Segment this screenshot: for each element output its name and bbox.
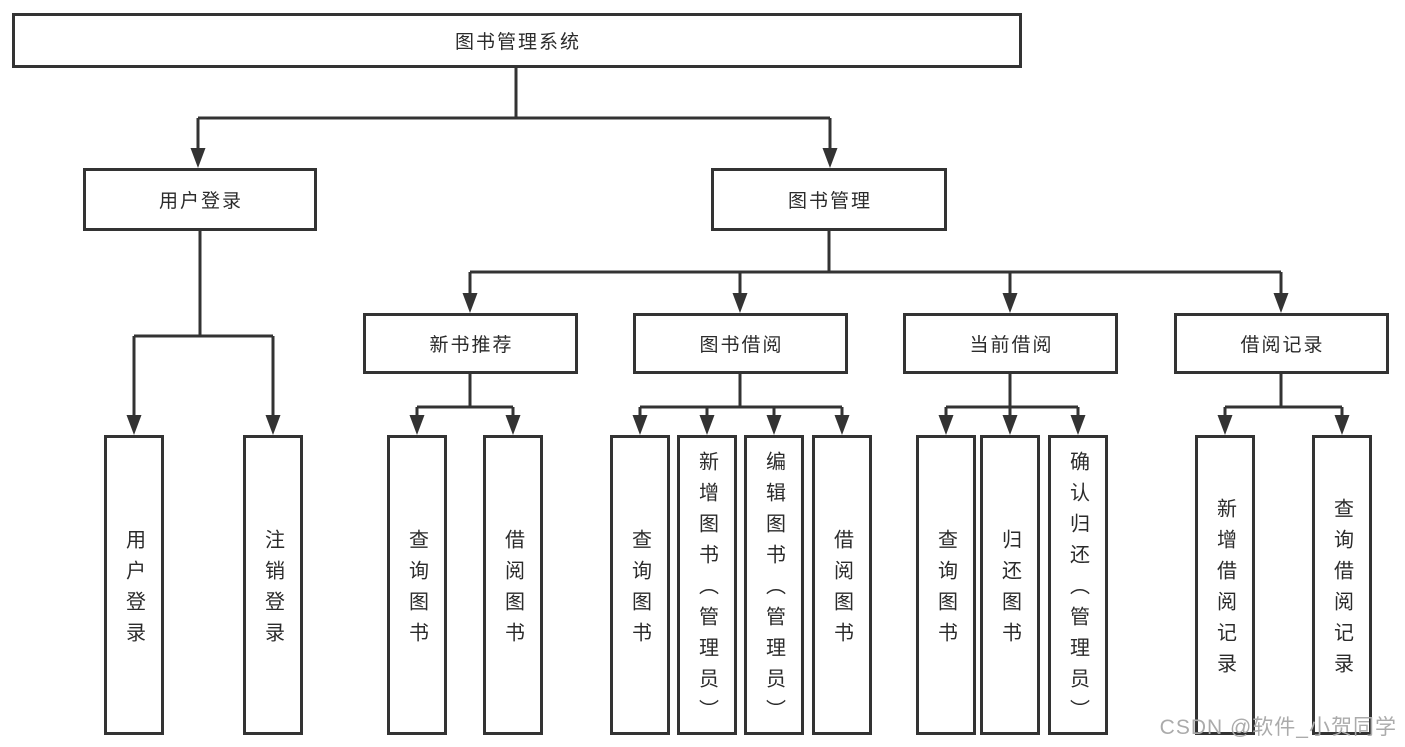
leaf-confirm-return-admin-label: 确认归还（管理员）	[1066, 451, 1089, 730]
arrowhead	[766, 415, 782, 435]
leaf-add-book-admin: 新增图书（管理员）	[677, 435, 737, 735]
leaf-query-borrow-record-label: 查询借阅记录	[1330, 497, 1353, 684]
node-new-book-recommend-label: 新书推荐	[429, 335, 514, 356]
leaf-query-books-borrow: 查询图书	[610, 435, 670, 735]
arrowhead	[505, 415, 521, 435]
arrowhead	[1217, 415, 1233, 435]
leaf-query-borrow-record: 查询借阅记录	[1312, 435, 1372, 735]
arrowhead	[1273, 293, 1289, 313]
leaf-borrow-books-label: 借阅图书	[830, 528, 853, 653]
leaf-add-borrow-record: 新增借阅记录	[1195, 435, 1255, 735]
arrowhead	[1334, 415, 1350, 435]
node-root: 图书管理系统	[12, 13, 1022, 68]
leaf-query-books-recommend: 查询图书	[387, 435, 447, 735]
leaf-user-login-label: 用户登录	[122, 528, 145, 653]
node-user-login-label: 用户登录	[158, 191, 243, 212]
leaf-borrow-books-recommend-label: 借阅图书	[501, 528, 524, 653]
node-new-book-recommend: 新书推荐	[363, 313, 578, 374]
arrowhead	[409, 415, 425, 435]
arrowhead	[1002, 293, 1018, 313]
leaf-query-books-recommend-label: 查询图书	[405, 528, 428, 653]
leaf-query-books-borrow-label: 查询图书	[628, 528, 651, 653]
leaf-add-book-admin-label: 新增图书（管理员）	[695, 451, 718, 730]
leaf-logout: 注销登录	[243, 435, 303, 735]
leaf-query-books-current: 查询图书	[916, 435, 976, 735]
node-borrow-records-label: 借阅记录	[1240, 335, 1325, 356]
leaf-add-borrow-record-label: 新增借阅记录	[1213, 497, 1236, 684]
arrowhead	[265, 415, 281, 435]
arrowhead	[834, 415, 850, 435]
arrowhead	[732, 293, 748, 313]
arrowhead	[1002, 415, 1018, 435]
leaf-return-book: 归还图书	[980, 435, 1040, 735]
node-book-borrow-label: 图书借阅	[699, 335, 784, 356]
leaf-borrow-books-recommend: 借阅图书	[483, 435, 543, 735]
leaf-return-book-label: 归还图书	[998, 528, 1021, 653]
arrowhead	[190, 148, 206, 168]
watermark: CSDN @软件_小贺同学	[1159, 716, 1397, 739]
leaf-borrow-books: 借阅图书	[812, 435, 872, 735]
arrowhead	[938, 415, 954, 435]
node-user-login: 用户登录	[83, 168, 317, 231]
leaf-edit-book-admin-label: 编辑图书（管理员）	[762, 451, 785, 730]
leaf-logout-label: 注销登录	[261, 528, 284, 653]
tree-edges	[132, 68, 1344, 419]
node-borrow-records: 借阅记录	[1174, 313, 1389, 374]
arrowhead	[822, 148, 838, 168]
node-book-borrow: 图书借阅	[633, 313, 848, 374]
leaf-edit-book-admin: 编辑图书（管理员）	[744, 435, 804, 735]
node-book-management: 图书管理	[711, 168, 947, 231]
leaf-query-books-current-label: 查询图书	[934, 528, 957, 653]
arrowhead	[699, 415, 715, 435]
leaf-confirm-return-admin: 确认归还（管理员）	[1048, 435, 1108, 735]
arrowhead	[126, 415, 142, 435]
node-current-borrow-label: 当前借阅	[969, 335, 1054, 356]
node-root-label: 图书管理系统	[454, 32, 581, 53]
arrowhead	[462, 293, 478, 313]
node-current-borrow: 当前借阅	[903, 313, 1118, 374]
arrowhead	[1070, 415, 1086, 435]
leaf-user-login: 用户登录	[104, 435, 164, 735]
node-book-management-label: 图书管理	[787, 191, 872, 212]
arrowhead	[632, 415, 648, 435]
